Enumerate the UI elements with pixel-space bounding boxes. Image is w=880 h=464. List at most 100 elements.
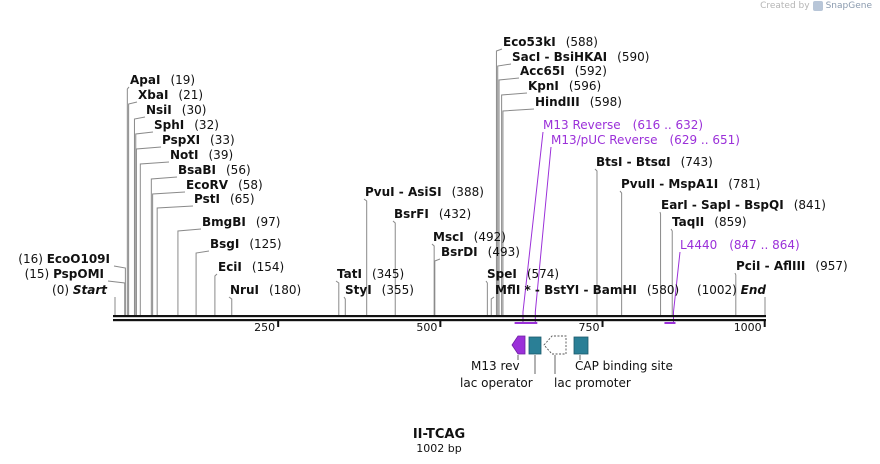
m13-rev-feature-label: M13 rev [471,359,520,373]
axis-tick-500 [439,321,442,327]
site-leader-msci [431,243,435,316]
axis-tick-label-250: 250 [254,321,275,334]
primer-layer: M13 Reverse(616 .. 632)M13/pUC Reverse(6… [514,118,800,324]
site-label-pspxi[interactable]: PspXI(33) [162,133,235,147]
site-label-eari[interactable]: EarI - SapI - BspQI(841) [661,198,826,212]
site-label-noti[interactable]: NotI(39) [170,148,233,162]
site-leader-pvui [363,198,368,316]
site-leader-psti [156,205,194,316]
axis-tick-label-500: 500 [416,321,437,334]
site-leader-nrui [228,296,233,316]
lac-operator-feature-label: lac operator [460,376,533,390]
snapgene-brand-text: SnapGene [825,1,872,11]
axis-tick-label-1000: 1000 [734,321,762,334]
site-label-pvuii[interactable]: PvuII - MspA1I(781) [621,177,760,191]
site-label-psti[interactable]: PstI(65) [194,192,255,206]
snapgene-watermark: Created by SnapGene [760,1,872,11]
site-leader-ecorv [152,191,186,316]
site-label-kpni[interactable]: KpnI(596) [528,79,601,93]
site-label-tati[interactable]: TatI(345) [337,267,404,281]
site-label-acc65i[interactable]: Acc65I(592) [520,64,607,78]
primer-label-m13rev[interactable]: M13 Reverse(616 .. 632) [543,118,703,132]
site-leader-bmgbi [177,228,202,316]
site-leader-bsgi [195,250,210,316]
site-leader-pspomi [107,280,126,316]
cap-binding-site-feature-box[interactable] [573,336,589,355]
sequence-backbone [113,315,766,322]
site-label-bsgi[interactable]: BsgI(125) [210,237,282,251]
site-label-nrui[interactable]: NruI(180) [230,283,301,297]
site-label-spei[interactable]: SpeI(574) [487,267,559,281]
site-label-pspomi[interactable]: (15) PspOMI [25,267,104,281]
sequence-name: II-TCAG [413,427,465,442]
axis-tick-750 [601,321,604,327]
features-track: M13 rev lac operator lac promoter CAP bi… [460,335,673,390]
site-leader-noti [139,161,170,316]
site-label-saci[interactable]: SacI - BsiHKAI(590) [512,50,649,64]
site-label-bsrfi[interactable]: BsrFI(432) [394,207,471,221]
site-label-end[interactable]: (1002) End [697,283,766,297]
site-leader-eari [659,211,662,316]
site-lines [107,48,766,316]
sequence-length: 1002 bp [416,442,461,455]
site-label-ecorv[interactable]: EcoRV(58) [186,178,263,192]
site-label-bmgbi[interactable]: BmgBI(97) [202,215,281,229]
site-label-apai[interactable]: ApaI(19) [130,73,195,87]
site-leader-xbai [128,101,138,316]
created-by-text: Created by [760,1,810,11]
site-label-hindiii[interactable]: HindIII(598) [535,95,622,109]
axis-tick-1000 [763,321,766,327]
site-label-bsrdi[interactable]: BsrDI(493) [441,245,520,259]
site-leader-hindiii [502,108,535,316]
site-leader-btsi [594,168,598,316]
site-label-msci[interactable]: MscI(492) [433,230,506,244]
site-label-pvui[interactable]: PvuI - AsiSI(388) [365,185,484,199]
axis-ticks: 250 500 750 1000 [254,321,766,334]
lac-promoter-feature-label: lac promoter [554,376,631,390]
site-leader-pspxi [135,146,162,316]
site-labels: (1002) End PciI - AflIII(957) TaqII(859) Ea… [18,35,847,297]
site-label-btsi[interactable]: BtsI - BtsαI(743) [596,155,713,169]
lac-promoter-feature-arrow[interactable] [543,335,567,355]
site-leader-bsrdi [434,258,441,316]
backbone-top-strand [113,315,766,318]
site-leader-taqii [670,228,673,316]
site-leader-spei [485,280,488,316]
site-label-styi[interactable]: StyI(355) [345,283,414,297]
site-leader-styi [343,296,346,316]
primer-label-l4440[interactable]: L4440(847 .. 864) [680,238,800,252]
site-label-nsii[interactable]: NsiI(30) [146,103,206,117]
site-leader-bsabi [150,176,178,316]
site-leader-eco0109i [113,265,126,316]
site-label-pcii[interactable]: PciI - AflIII(957) [736,259,848,273]
site-leader-mfli [490,296,495,316]
site-label-start[interactable]: (0) Start [52,283,108,297]
site-leader-sphi [135,131,154,316]
axis-tick-label-750: 750 [579,321,600,334]
site-label-xbai[interactable]: XbaI(21) [138,88,203,102]
site-leader-tati [335,280,340,316]
site-label-eco53ki[interactable]: Eco53kI(588) [503,35,598,49]
site-label-ecii[interactable]: EciI(154) [218,260,284,274]
site-leader-acc65i [498,77,520,316]
site-label-mfli[interactable]: MflI * - BstYI - BamHI(580) [495,283,679,297]
site-label-bsabi[interactable]: BsaBI(56) [178,163,251,177]
site-leader-saci [497,63,512,316]
site-leader-ecii [214,273,218,316]
snapgene-logo-icon [812,1,823,11]
site-label-taqii[interactable]: TaqII(859) [672,215,747,229]
site-leader-eco53ki [495,48,503,316]
site-label-sphi[interactable]: SphI(32) [154,118,219,132]
site-leader-pcii [734,272,737,316]
primer-label-m13puc[interactable]: M13/pUC Reverse(629 .. 651) [551,133,740,147]
axis-tick-250 [277,321,280,327]
lac-operator-feature-box[interactable] [528,336,542,355]
site-leader-bsrfi [392,220,396,316]
site-leader-apai [126,86,130,316]
site-label-eco0109i[interactable]: (16) EcoO109I [18,252,110,266]
backbone-bottom-strand [113,319,766,322]
m13-rev-feature-arrow[interactable] [511,335,526,355]
site-leader-pvuii [619,190,623,316]
site-leader-kpni [501,92,528,316]
